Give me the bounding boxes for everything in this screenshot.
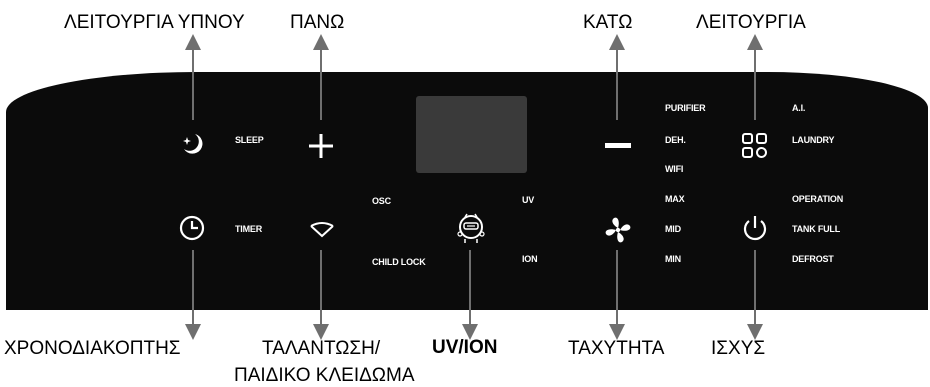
label-timer: TIMER (235, 224, 262, 234)
fan-icon[interactable] (604, 216, 632, 244)
grid-mode-icon[interactable] (741, 132, 769, 160)
plus-icon[interactable] (308, 133, 334, 159)
label-purifier: PURIFIER (665, 103, 706, 113)
uv-ion-icon[interactable] (455, 212, 487, 246)
minus-icon[interactable] (604, 140, 632, 152)
callout-uv-ion: UV/ION (432, 337, 498, 358)
label-tank-full: TANK FULL (792, 224, 841, 234)
callout-swing-line2: ΠΑΙΔΙΚΟ ΚΛΕΙΔΩΜΑ (234, 365, 415, 386)
callout-speed: ΤΑΧΥΤΗΤΑ (568, 338, 665, 359)
label-osc: OSC (372, 196, 391, 206)
swing-chevron-icon[interactable] (308, 219, 336, 239)
label-deh: DEH. (665, 135, 686, 145)
callout-timer: ΧΡΟΝΟΔΙΑΚΟΠΤΗΣ (4, 338, 181, 359)
label-wifi: WIFI (665, 164, 684, 174)
label-mid: MID (665, 224, 681, 234)
label-child-lock: CHILD LOCK (372, 257, 426, 267)
callout-sleep-mode: ΛΕΙΤΟΥΡΓΙΑ ΥΠΝΟΥ (64, 12, 245, 33)
callout-up: ΠΑΝΩ (290, 12, 345, 33)
label-ai: A.I. (792, 103, 806, 113)
power-icon[interactable] (741, 214, 769, 244)
label-ion: ION (522, 254, 538, 264)
label-max: MAX (665, 194, 685, 204)
label-uv: UV (522, 195, 535, 205)
clock-icon[interactable] (178, 214, 206, 242)
callout-power: ΙΣΧΥΣ (711, 338, 766, 359)
label-defrost: DEFROST (792, 254, 834, 264)
label-laundry: LAUNDRY (792, 135, 835, 145)
callout-mode: ΛΕΙΤΟΥΡΓΙΑ (696, 12, 806, 33)
moon-star-icon[interactable] (180, 131, 206, 157)
display-screen (416, 96, 527, 173)
label-sleep: SLEEP (235, 135, 264, 145)
callout-down: ΚΑΤΩ (583, 12, 633, 33)
label-operation: OPERATION (792, 194, 844, 204)
callout-swing-line1: ΤΑΛΑΝΤΩΣΗ/ (262, 338, 381, 359)
label-min: MIN (665, 254, 681, 264)
